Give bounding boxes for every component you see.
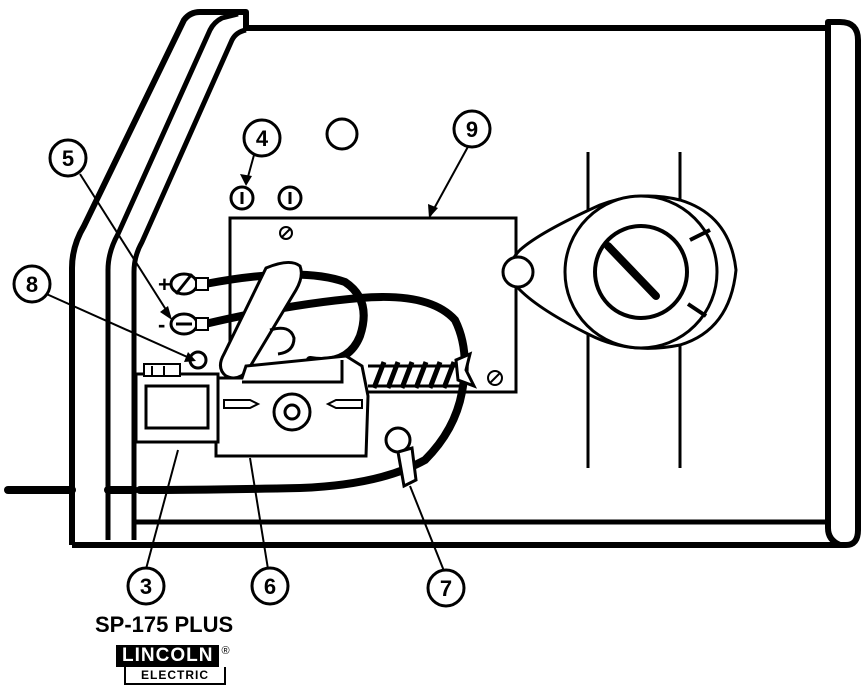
svg-text:3: 3 — [140, 574, 152, 599]
positive-terminal-symbol: + — [158, 272, 171, 297]
logo-top-text: LINCOLN — [116, 645, 220, 667]
cabinet-housing — [69, 9, 861, 548]
wire-drive-block — [214, 354, 370, 458]
spool-hub-assembly — [501, 152, 738, 468]
gun-bushing — [384, 426, 418, 489]
model-name: SP-175 PLUS — [95, 612, 234, 637]
svg-text:5: 5 — [62, 146, 74, 171]
callout-4: 4 — [242, 118, 282, 158]
svg-text:9: 9 — [466, 117, 478, 142]
output-terminals — [169, 272, 209, 336]
svg-text:7: 7 — [440, 576, 452, 601]
tension-spring — [368, 351, 478, 389]
callout-3: 3 — [126, 566, 166, 606]
callout-6: 6 — [250, 566, 290, 606]
indicator-lights — [229, 185, 303, 211]
callout-8: 8 — [12, 264, 52, 304]
svg-text:4: 4 — [256, 126, 269, 151]
logo-registered-mark: ® — [221, 645, 230, 657]
callout-7: 7 — [426, 568, 466, 608]
svg-text:8: 8 — [26, 272, 38, 297]
top-hole — [325, 117, 359, 151]
contactor-block — [134, 350, 220, 444]
logo-bottom-text: ELECTRIC — [124, 667, 226, 685]
svg-text:6: 6 — [264, 574, 276, 599]
callout-leaders — [41, 142, 471, 572]
callout-5: 5 — [48, 138, 88, 178]
lincoln-electric-logo: LINCOLN® ELECTRIC — [116, 645, 244, 685]
negative-terminal-symbol: - — [158, 312, 165, 337]
callout-9: 9 — [452, 109, 492, 149]
